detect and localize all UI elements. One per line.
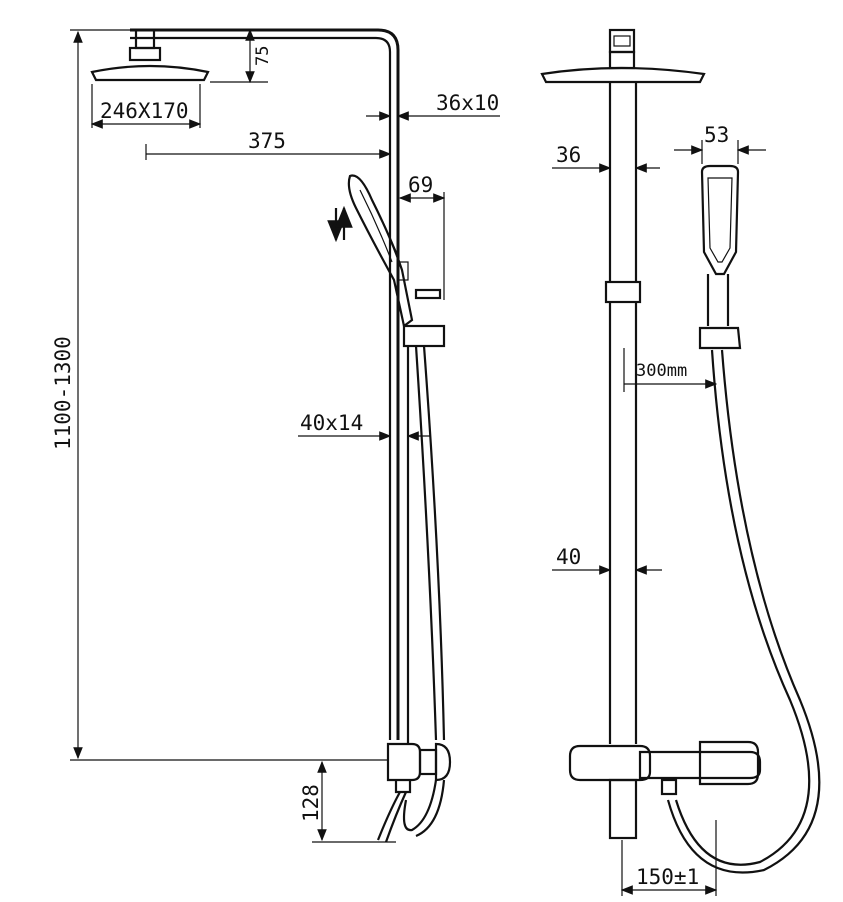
rain-shower-head (90, 28, 210, 82)
rain-shower-head-front (540, 66, 706, 84)
total-height-label: 1100-1300 (51, 336, 75, 450)
bottom-height-label: 128 (299, 784, 323, 822)
hand-shower-side (347, 174, 446, 348)
arm-reach-label: 375 (248, 129, 286, 153)
front-view: 36 53 300mm 40 (540, 28, 821, 896)
handshower-width-label: 53 (704, 123, 729, 147)
side-view: 75 246X170 375 36x10 69 (51, 28, 500, 843)
valve-body-side (376, 742, 452, 843)
adjust-arrows-icon (327, 205, 353, 243)
pipe-lower-label: 40 (556, 545, 581, 569)
hand-shower-front (698, 164, 742, 350)
inlet-centers-label: 150±1 (636, 865, 699, 889)
shower-arm (130, 28, 400, 740)
hose-offset-label: 300mm (636, 361, 687, 381)
pipe-upper-label: 36 (556, 143, 581, 167)
rail-section-label: 40x14 (300, 411, 363, 435)
handshower-offset-label: 69 (408, 173, 433, 197)
thermostatic-mixer (568, 740, 762, 840)
head-height-label: 75 (253, 46, 273, 66)
head-size-label: 246X170 (100, 99, 189, 123)
arm-section-label: 36x10 (436, 91, 499, 115)
